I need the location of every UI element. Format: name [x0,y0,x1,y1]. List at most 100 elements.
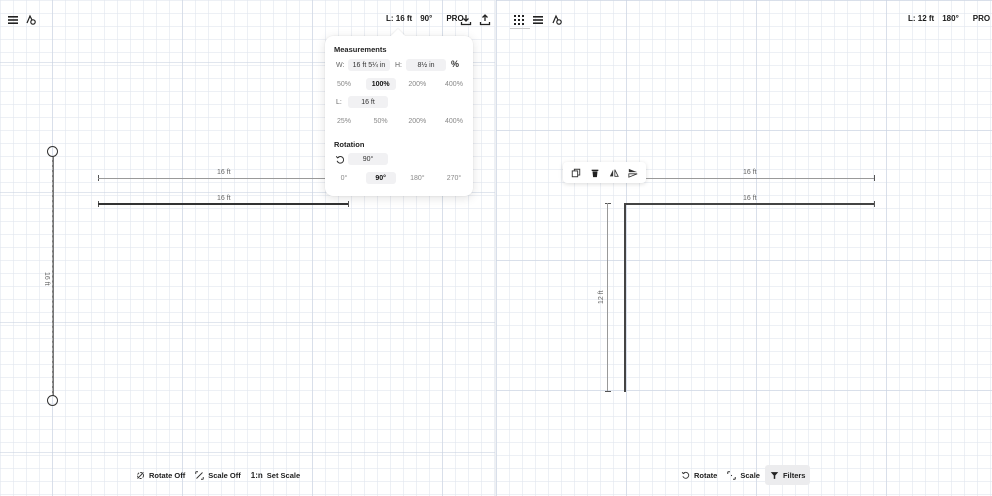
measurements-popover: Measurements W: 16 ft 5¼ in H: 8½ in % 5… [325,36,473,196]
download-icon [460,15,472,26]
scale-toggle-label: Scale Off [208,470,241,480]
upload-button[interactable] [476,11,494,29]
scale-ratio-icon: 1:n [250,470,263,480]
flip-horizontal-icon [609,168,619,177]
rotation-options: 0° 90° 180° 270° [329,172,469,184]
percent-icon: % [451,59,460,69]
length-option-200[interactable]: 200% [408,117,427,125]
length-readout[interactable]: L: 12 ft [908,14,935,23]
rotation-option-180[interactable]: 180° [410,174,425,182]
length-input[interactable]: 16 ft [348,96,388,108]
horizontal-wall[interactable] [624,203,875,205]
scale-toggle[interactable]: Scale Off [190,465,246,485]
shapes-icon [26,14,36,25]
length-option-50[interactable]: 50% [373,117,388,125]
rotate-toggle[interactable]: Rotate Off [131,465,190,485]
duplicate-icon [572,168,581,177]
height-label: H: [395,62,402,69]
size-option-100[interactable]: 100% [365,78,396,90]
status-bar: L: 16 ft 90° PRO [386,14,464,23]
scale-icon [727,470,737,480]
filters-label: Filters [782,470,806,480]
dimension-tick-top [605,203,611,204]
filters-button[interactable]: Filters [764,465,811,485]
angle-readout[interactable]: 180° [942,14,959,23]
flip-vertical-button[interactable] [626,166,640,180]
download-button[interactable] [457,11,475,29]
bottom-toolbar-right: Rotate Scale Filters [676,465,811,485]
panel-divider [495,0,496,496]
wall-length-label: 16 ft [217,195,231,202]
upload-icon [479,14,491,26]
rotation-input[interactable]: 90° [348,153,388,165]
flip-horizontal-button[interactable] [607,166,621,180]
length-option-400[interactable]: 400% [445,117,463,125]
filter-icon [770,471,779,479]
rotate-button[interactable]: Rotate [676,465,722,485]
wall-tick-right [874,201,875,207]
top-dimension-label: 16 ft [743,169,757,176]
dimension-tick [874,175,875,181]
rotate-icon [681,471,690,479]
size-option-200[interactable]: 200% [408,80,427,88]
status-bar: L: 12 ft 180° PRO [908,14,990,23]
trash-icon [591,169,599,177]
canvas-right[interactable]: L: 12 ft 180° PRO 16 ft 16 ft 12 ft Rota… [496,0,992,496]
grid-dots-icon [514,15,524,25]
top-dimension-line [98,178,338,179]
width-input[interactable]: 16 ft 5¼ in [348,59,390,71]
menu-button[interactable] [529,11,547,29]
top-dimension-label: 16 ft [217,169,231,176]
canvas-left[interactable]: L: 16 ft 90° PRO 16 ft 16 ft 16 ft Measu… [0,0,496,496]
wall-length-label: 16 ft [743,195,757,202]
dimension-tick-bottom [605,391,611,392]
pro-badge[interactable]: PRO [972,14,991,23]
bottom-endpoint-handle[interactable] [47,395,58,406]
grid-button-underline [510,28,530,29]
rotation-option-270[interactable]: 270° [446,174,462,182]
set-scale-label: Set Scale [266,470,301,480]
vertical-dimension-label: 12 ft [598,290,605,304]
top-dimension-line [646,178,875,179]
rotate-icon [335,155,345,165]
size-option-50[interactable]: 50% [336,80,351,88]
vertical-dimension-label: 16 ft [43,272,50,286]
selection-toolbar [563,162,646,183]
flip-vertical-icon [628,168,637,178]
duplicate-button[interactable] [569,166,583,180]
bottom-toolbar-left: Rotate Off Scale Off 1:n Set Scale [131,465,305,485]
grid-button[interactable] [510,11,528,29]
vertical-dimension-line [607,203,608,392]
scale-label: Scale [740,470,760,480]
rotate-toggle-label: Rotate Off [149,470,186,480]
scale-button[interactable]: Scale [722,465,765,485]
shapes-button[interactable] [22,11,40,29]
set-scale-button[interactable]: 1:n Set Scale [246,465,305,485]
length-label: L: [336,99,342,106]
vertical-wall[interactable] [624,203,626,392]
size-options: 50% 100% 200% 400% [329,78,469,90]
rotation-option-90[interactable]: 90° [365,172,396,184]
length-option-25[interactable]: 25% [336,117,351,125]
delete-button[interactable] [588,166,602,180]
width-label: W: [336,62,345,69]
percent-toggle[interactable]: % [451,59,459,69]
rotate-off-icon [137,471,144,479]
length-readout[interactable]: L: 16 ft [386,14,413,23]
height-input[interactable]: 8½ in [406,59,446,71]
top-endpoint-handle[interactable] [47,146,58,157]
vertical-wall-selected[interactable] [52,157,54,396]
wall-tick-right [348,201,349,207]
horizontal-wall[interactable] [98,203,349,205]
rotate-label: Rotate [694,470,718,480]
rotation-heading: Rotation [334,140,365,149]
rotation-option-0[interactable]: 0° [340,174,348,182]
length-options: 25% 50% 200% 400% [329,115,469,127]
shapes-button[interactable] [548,11,566,29]
menu-button[interactable] [4,11,22,29]
size-option-400[interactable]: 400% [445,80,463,88]
scale-off-icon [195,470,204,480]
pro-badge[interactable]: PRO [446,14,464,23]
angle-readout[interactable]: 90° [420,14,433,23]
hamburger-menu-icon [8,16,18,24]
